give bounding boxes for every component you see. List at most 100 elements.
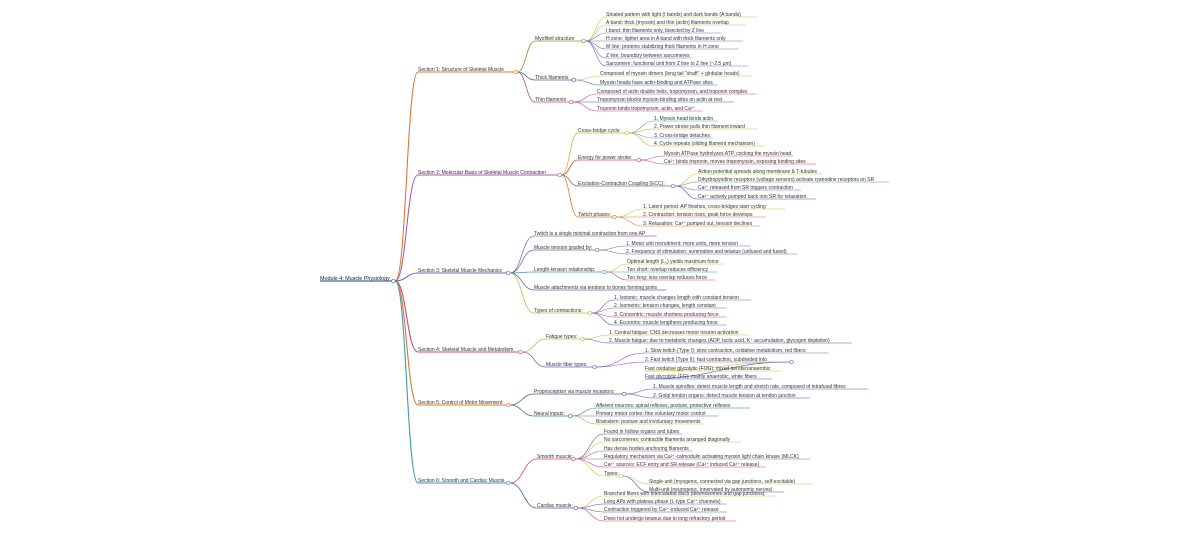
leaf-6-2-4: Does not undergo tetanus due to long ref… <box>604 516 726 522</box>
section-1-branch-1-dot[interactable] <box>581 38 586 44</box>
leaf-4-2-2-dot[interactable] <box>789 359 794 365</box>
leaf-2-1-2: 2. Power stroke pulls thin filament inwa… <box>654 124 745 130</box>
edge-2-2-1 <box>640 155 665 161</box>
section-1-label: Section 1: Structure of Skeletal Muscle <box>418 67 504 73</box>
section-6-branch-2-dot[interactable] <box>573 505 578 511</box>
leaf-5-2-1: Afferent neurons: spinal reflexes, postu… <box>596 403 731 409</box>
section-2-dot[interactable] <box>557 172 562 178</box>
section-5-dot[interactable] <box>506 402 511 408</box>
leaf-3-2-1: 1. Motor unit recruitment: more units, m… <box>626 241 738 247</box>
section-3-branch-5-dot[interactable] <box>587 310 593 316</box>
leaf-2-1-1: 1. Myosin head binds actin <box>654 116 713 122</box>
edge-section-2-branch-2 <box>561 159 579 176</box>
leaf-1-1-1: Striated pattern with light (I bands) an… <box>606 12 741 18</box>
section-5-branch-2-dot[interactable] <box>568 413 573 419</box>
section-4-dot[interactable] <box>518 349 523 355</box>
edge-root-section-1 <box>394 71 419 282</box>
leaf-3-5-4: 4. Eccentric: muscle lengthens producing… <box>614 320 718 326</box>
root-node-label: Module 4: Muscle Physiology <box>320 276 390 282</box>
section-2-branch-2-dot[interactable] <box>636 157 641 163</box>
edge-section-6-branch-1 <box>509 458 538 484</box>
edges-layer <box>320 16 890 522</box>
edge-section-5-branch-1 <box>509 393 535 406</box>
section-5-branch-2-label: Neural inputs: <box>534 411 565 417</box>
leaf-2-3-4: Ca²⁺ actively pumped back into SR for re… <box>698 194 806 200</box>
leaf-3-3-3: Too long: less overlap reduces force <box>627 275 707 281</box>
edge-1-3-3 <box>572 101 598 112</box>
section-4-branch-2-dot[interactable] <box>592 364 597 370</box>
edge-1-2-2 <box>575 79 601 86</box>
edge-root-section-6 <box>394 280 419 484</box>
leaf-4-1-1: 1. Central fatigue: CNS decreases motor … <box>609 330 739 336</box>
edge-3-5-4 <box>591 312 615 326</box>
edge-3-2-2 <box>598 249 627 255</box>
leaf-6-2-1: Branched fibers with intercalated discs … <box>604 491 765 497</box>
leaf-6-1-3: Has dense bodies anchoring filaments <box>604 446 689 452</box>
leaf-6-1-7: Single-unit (myogenic, connected via gap… <box>649 479 796 485</box>
leaf-1-1-5: M line: proteins stabilizing thick filam… <box>606 44 719 50</box>
section-3-branch-3-dot[interactable] <box>602 269 607 275</box>
leaf-2-2-2: Ca²⁺ binds troponin, moves tropomyosin, … <box>664 159 806 165</box>
section-3-branch-4-label: Muscle attachments via tendons to bones … <box>534 285 658 291</box>
section-6-branch-1-label: Smooth muscle: <box>537 454 573 460</box>
edge-3-5-1 <box>591 299 615 314</box>
section-3-dot[interactable] <box>506 270 511 276</box>
section-3-branch-2-label: Muscle tension graded by: <box>534 245 592 251</box>
edge-section-3-branch-1 <box>509 235 535 274</box>
section-6-label: Section 6: Smooth and Cardiac Muscle <box>418 478 505 484</box>
edge-2-3-4 <box>674 185 699 200</box>
edge-1-2-1 <box>575 75 601 81</box>
section-3-branch-5-label: Types of contractions: <box>534 308 583 314</box>
edge-6-1-5 <box>574 458 605 468</box>
section-1-branch-1-label: Myofibril structure <box>535 36 575 42</box>
edge-2-1-4 <box>628 132 655 147</box>
edge-6-1-2 <box>574 441 605 460</box>
edge-1-1-6 <box>585 40 607 59</box>
edge-root-section-2 <box>394 174 419 282</box>
leaf-1-3-1: Composed of actin double helix, tropomyo… <box>597 89 748 95</box>
edge-section-3-branch-2 <box>509 249 535 274</box>
leaf-6-1-6-dot[interactable] <box>618 473 623 479</box>
edge-6-1-8 <box>622 475 650 493</box>
leaf-4-1-2: 2. Muscle fatigue: due to metabolic chan… <box>609 338 830 344</box>
edge-section-3-branch-5 <box>509 272 535 314</box>
section-6-branch-1-dot[interactable] <box>571 456 576 462</box>
section-3-branch-2-dot[interactable] <box>595 247 600 253</box>
leaf-1-1-3: I band: thin filaments only, bisected by… <box>606 28 704 34</box>
edge-root-section-5 <box>394 280 419 406</box>
section-1-branch-3-dot[interactable] <box>569 99 574 105</box>
edge-section-2-branch-1 <box>561 132 579 176</box>
edge-6-2-4 <box>577 507 605 522</box>
section-1-branch-3-label: Thin filaments <box>535 97 567 103</box>
leaf-1-3-2: Tropomyosin blocks myosin-binding sites … <box>597 97 723 103</box>
leaf-1-2-1: Composed of myosin dimers (long tail "sh… <box>600 71 740 77</box>
edge-4-1-2 <box>583 338 610 344</box>
edge-1-1-2 <box>585 24 607 42</box>
edge-2-4-1 <box>615 208 644 218</box>
leaf-2-1-4: 4. Cycle repeats (sliding filament mecha… <box>654 141 755 147</box>
section-6-dot[interactable] <box>506 480 511 486</box>
leaf-1-1-4: H zone: lighter area in A band with thic… <box>606 36 726 42</box>
section-3-label: Section 3: Skeletal Muscle Mechanics <box>418 268 502 274</box>
edge-section-6-branch-2 <box>509 482 538 509</box>
root-node-dot[interactable] <box>391 278 396 284</box>
edge-4-2-4 <box>644 361 794 380</box>
section-4-label: Section 4: Skeletal Muscle and Metabolis… <box>418 347 513 353</box>
section-2-branch-4-dot[interactable] <box>612 214 617 220</box>
leaf-6-1-8: Multi-unit (neurogenic, innervated by au… <box>649 487 773 493</box>
edge-1-1-7 <box>585 40 607 67</box>
section-1-branch-2-dot[interactable] <box>571 77 576 83</box>
leaf-2-4-1: 1. Latent period: AP finishes, cross-bri… <box>643 204 766 210</box>
section-5-branch-1-dot[interactable] <box>622 391 627 397</box>
section-1-branch-2-label: Thick filaments <box>535 75 569 81</box>
edge-3-3-1 <box>606 263 628 273</box>
section-4-branch-1-dot[interactable] <box>580 336 585 342</box>
section-2-branch-3-dot[interactable] <box>670 183 676 189</box>
section-2-branch-1-dot[interactable] <box>624 130 629 136</box>
edge-section-3-branch-4 <box>509 272 535 291</box>
section-6-branch-2-label: Cardiac muscle: <box>537 503 573 509</box>
section-5-label: Section 5: Control of Motor Movement <box>418 400 503 406</box>
leaf-3-2-2: 2. Frequency of stimulation: summation a… <box>626 249 787 255</box>
leaf-2-3-2: Dihydropyridine receptors (voltage senso… <box>698 177 875 183</box>
section-1-dot[interactable] <box>513 69 518 75</box>
